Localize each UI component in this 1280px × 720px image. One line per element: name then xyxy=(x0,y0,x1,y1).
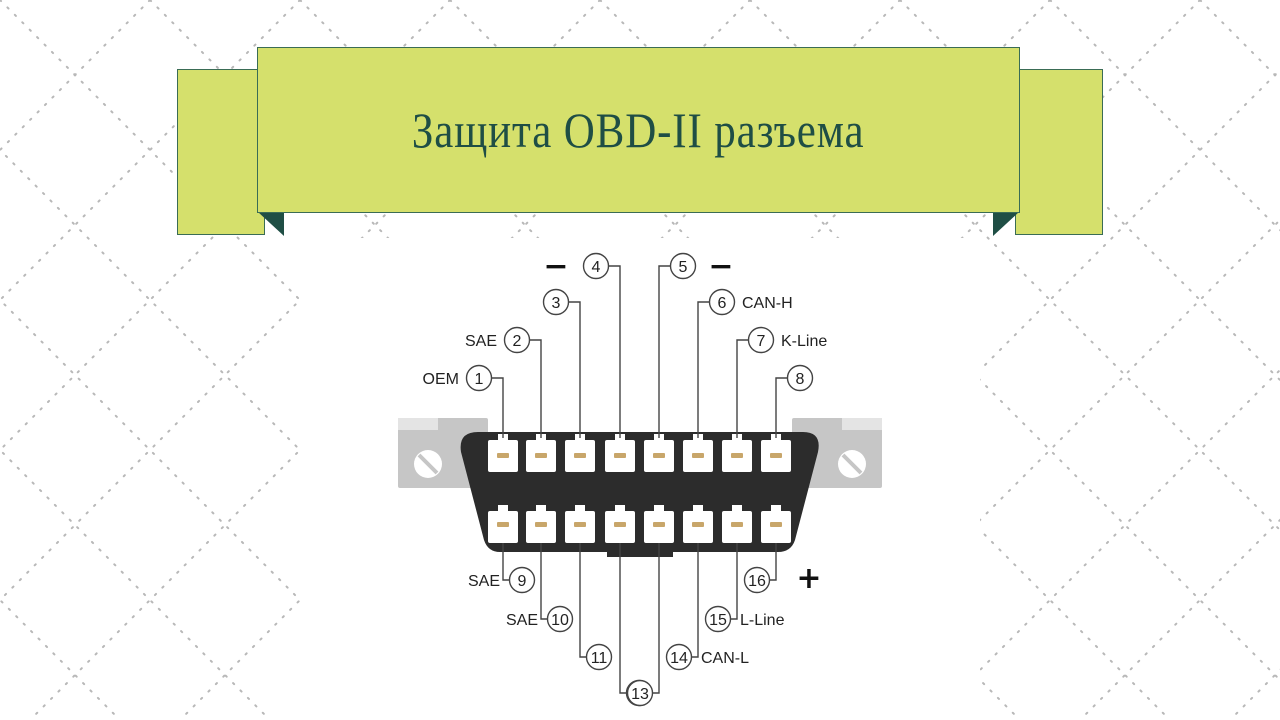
pin-leader-line xyxy=(658,265,671,438)
pin-number: 2 xyxy=(513,333,522,350)
pin-label: CAN-L xyxy=(701,650,749,667)
pin-contact xyxy=(614,453,626,458)
pin-contact xyxy=(497,522,509,527)
pin-leader-line xyxy=(736,339,749,438)
pin-number-circle xyxy=(704,605,732,633)
pin-number: 14 xyxy=(670,650,688,667)
pin-number-circle xyxy=(747,326,775,354)
pin-socket-key xyxy=(536,505,546,513)
pin-number-circle xyxy=(669,252,697,280)
pin-contact xyxy=(653,453,665,458)
pin-number-circle xyxy=(465,364,493,392)
pin-number-circle xyxy=(546,605,574,633)
pin-leader-line xyxy=(491,377,504,438)
pin-label: L-Line xyxy=(740,612,785,629)
pin-number-circle xyxy=(786,364,814,392)
pin-number-circle xyxy=(585,643,613,671)
pin-socket-key xyxy=(575,505,585,513)
minus-sign: − xyxy=(708,249,733,284)
pin-leader-line xyxy=(619,543,627,694)
pin-socket-key xyxy=(732,505,742,513)
pin-label: SAE xyxy=(468,573,500,590)
banner-left-tail xyxy=(177,69,265,235)
pin-socket-key xyxy=(693,505,703,513)
pin-number: 9 xyxy=(518,573,527,590)
pin-leader-line xyxy=(568,301,581,438)
pattern-line xyxy=(0,0,721,720)
pin-leader-line xyxy=(540,543,548,620)
pattern-line xyxy=(629,68,1280,720)
pin-socket-key xyxy=(498,505,508,513)
pin-leader-line xyxy=(697,301,710,438)
pin-leader-line xyxy=(730,543,738,620)
pin-number-circle xyxy=(708,288,736,316)
pin-contact xyxy=(535,522,547,527)
pin-number: 16 xyxy=(748,573,766,590)
pin-contact xyxy=(535,453,547,458)
pin-contact xyxy=(574,453,586,458)
pin-number: 6 xyxy=(718,295,727,312)
pin-number-circle xyxy=(582,252,610,280)
title-banner: Защита OBD-II разъема xyxy=(257,47,1020,213)
pin-number: 3 xyxy=(552,295,561,312)
pin-number-circle xyxy=(626,679,654,707)
pin-contact xyxy=(614,522,626,527)
pin-contact xyxy=(692,522,704,527)
minus-sign: − xyxy=(543,249,568,284)
pin-number: 7 xyxy=(757,333,766,350)
pin-label: CAN-H xyxy=(742,295,793,312)
mount-ear-highlight xyxy=(842,418,882,430)
page-title: Защита OBD-II разъема xyxy=(412,102,865,158)
pin-label: SAE xyxy=(506,612,538,629)
pin-number: 4 xyxy=(592,259,601,276)
pin-leader-line xyxy=(608,265,621,438)
pin-contact xyxy=(692,453,704,458)
pin-number: 8 xyxy=(796,371,805,388)
pin-leader-line xyxy=(502,543,510,581)
pin-socket-key xyxy=(615,505,625,513)
pin-number: 13 xyxy=(631,686,649,703)
plus-sign: + xyxy=(796,561,821,596)
pin-number: 15 xyxy=(709,612,727,629)
pin-number-circle xyxy=(508,566,536,594)
pin-leader-line xyxy=(775,377,788,438)
pin-label: K-Line xyxy=(781,333,827,350)
pin-contact xyxy=(574,522,586,527)
pin-leader-line xyxy=(769,543,777,581)
pin-label: OEM xyxy=(423,371,459,388)
banner-right-tail xyxy=(1015,69,1103,235)
pin-leader-line xyxy=(691,543,699,658)
pin-number-circle xyxy=(665,643,693,671)
pin-number-circle xyxy=(503,326,531,354)
pin-leader-line xyxy=(652,543,660,694)
pin-contact xyxy=(770,522,782,527)
pin-contact xyxy=(770,453,782,458)
screw-slot xyxy=(417,453,439,475)
pin-leader-line xyxy=(579,543,587,658)
pin-number: 5 xyxy=(679,259,688,276)
pin-label: SAE xyxy=(465,333,497,350)
pin-number: 10 xyxy=(551,612,569,629)
mount-ear-highlight xyxy=(398,418,438,430)
banner-left-fold xyxy=(258,212,284,236)
pin-contact xyxy=(731,453,743,458)
pin-contact xyxy=(653,522,665,527)
pin-socket-key xyxy=(654,505,664,513)
pattern-line xyxy=(1049,0,1280,232)
pin-number: 1 xyxy=(475,371,484,388)
pin-leader-line xyxy=(529,339,542,438)
pin-number: 11 xyxy=(591,650,608,667)
pin-socket-key xyxy=(771,505,781,513)
pin-contact xyxy=(731,522,743,527)
pin-number-circle xyxy=(542,288,570,316)
banner-right-fold xyxy=(993,212,1019,236)
pin-contact xyxy=(497,453,509,458)
pattern-line xyxy=(0,0,151,152)
pin-number-circle xyxy=(743,566,771,594)
screw-slot xyxy=(841,453,863,475)
